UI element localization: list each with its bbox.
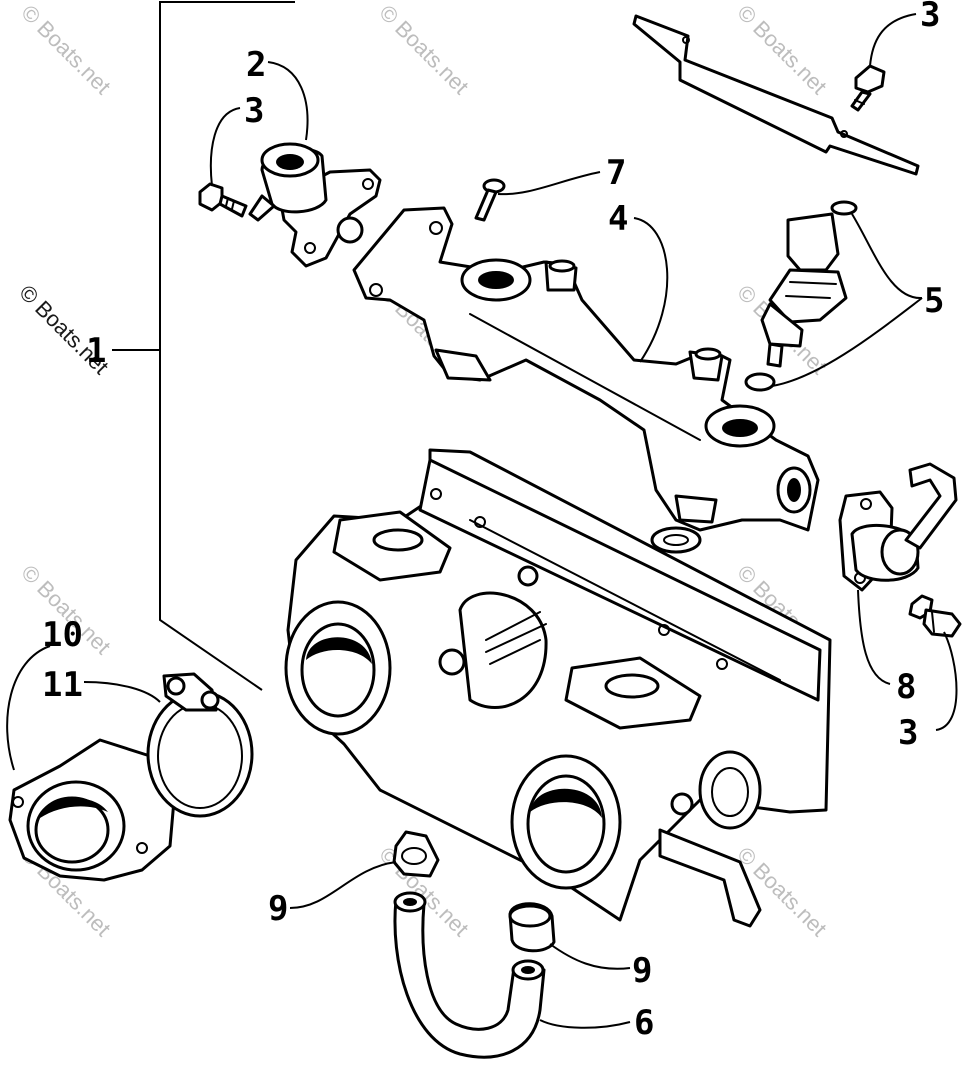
callout-3-top: 3 bbox=[920, 0, 940, 35]
callout-9-upper: 9 bbox=[268, 889, 288, 929]
watermark-1: © Boats.net bbox=[16, 0, 115, 99]
hose-clamp bbox=[146, 672, 254, 818]
callout-8: 8 bbox=[896, 667, 916, 707]
callout-3-right: 3 bbox=[898, 713, 918, 753]
bolt-3-left bbox=[198, 182, 248, 218]
screw-7 bbox=[474, 178, 506, 222]
callout-11: 11 bbox=[42, 665, 83, 705]
watermark-2: © Boats.net bbox=[374, 0, 473, 99]
callout-7: 7 bbox=[606, 153, 626, 193]
bolt-3-top bbox=[850, 64, 886, 112]
callouts: 1 2 3 3 3 4 5 6 7 8 9 9 10 11 bbox=[42, 0, 944, 1043]
fuel-injector bbox=[744, 200, 858, 392]
leader-lines bbox=[6, 13, 958, 1029]
intake-boot bbox=[8, 738, 176, 882]
callout-10: 10 bbox=[42, 615, 83, 655]
callout-5: 5 bbox=[924, 281, 944, 321]
rail-bracket bbox=[632, 14, 920, 176]
callout-6: 6 bbox=[634, 1003, 654, 1043]
callout-3-left: 3 bbox=[244, 91, 264, 131]
assembly-bracket bbox=[112, 1, 295, 691]
bolt-3-right bbox=[908, 594, 962, 638]
hose-clamp-9-upper bbox=[392, 830, 440, 878]
fuel-rail bbox=[352, 206, 820, 532]
pressure-regulator bbox=[248, 142, 382, 268]
idle-air-valve bbox=[838, 462, 958, 592]
hose-clamp-9-lower bbox=[508, 902, 556, 953]
callout-2: 2 bbox=[246, 45, 266, 85]
throttle-body bbox=[284, 448, 832, 928]
hose-6 bbox=[393, 891, 546, 1059]
callout-4: 4 bbox=[608, 199, 628, 239]
rail-seal bbox=[650, 526, 702, 554]
callout-1: 1 bbox=[86, 331, 106, 371]
callout-9-lower: 9 bbox=[632, 951, 652, 991]
